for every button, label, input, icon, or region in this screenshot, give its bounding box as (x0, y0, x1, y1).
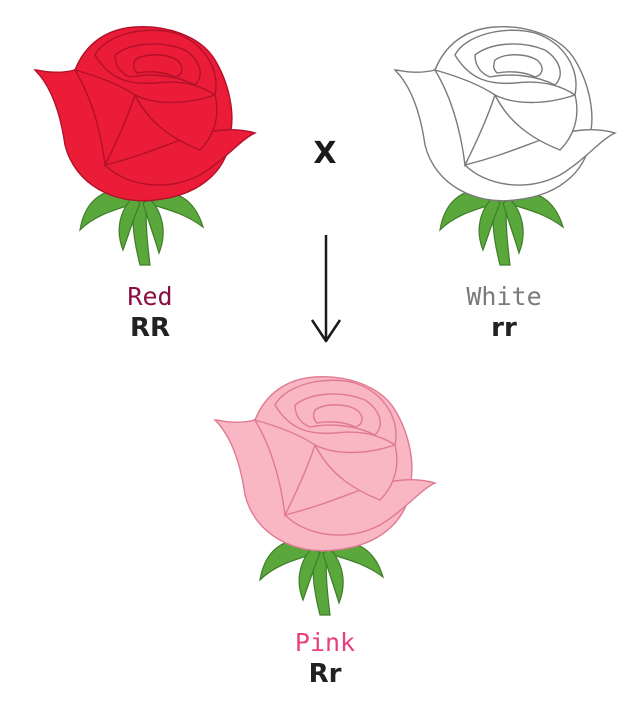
parent-red-genotype: RR (129, 313, 171, 343)
white-rose-icon (393, 26, 617, 266)
cross-symbol: X (313, 136, 337, 171)
parent-white-label: White rr (424, 282, 584, 344)
parent-white-color-name: White (466, 282, 542, 311)
parent-white-genotype: rr (491, 313, 517, 343)
pink-rose-icon (213, 376, 437, 616)
parent-red-label: Red RR (70, 282, 230, 344)
red-rose-icon (33, 26, 257, 266)
down-arrow-icon (310, 235, 342, 343)
offspring-pink-genotype: Rr (308, 659, 342, 689)
parent-red-color-name: Red (127, 282, 173, 311)
offspring-pink-label: Pink Rr (245, 628, 405, 690)
offspring-pink-color-name: Pink (294, 628, 356, 657)
